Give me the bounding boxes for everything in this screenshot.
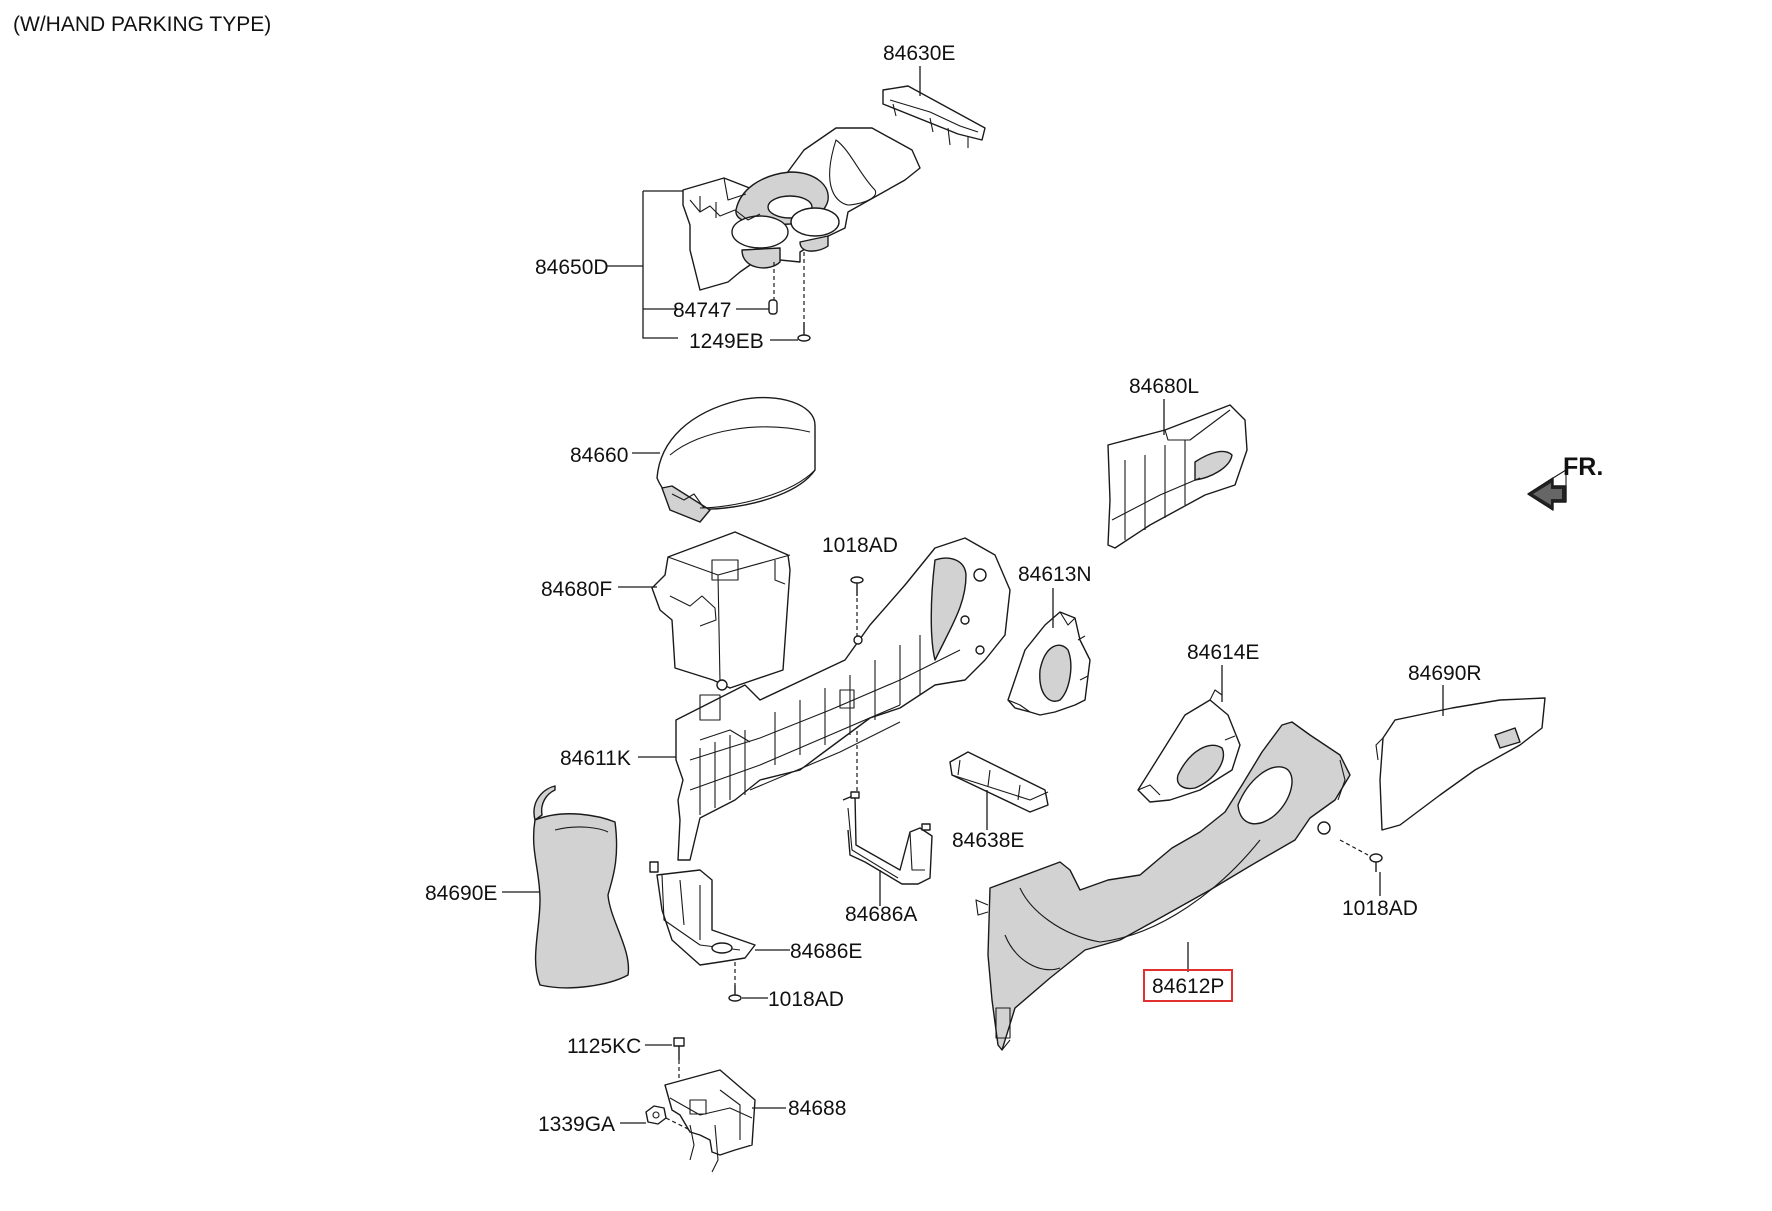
part-84747-clip bbox=[768, 262, 778, 315]
label-84680F: 84680F bbox=[541, 578, 612, 601]
part-1339GA-nut bbox=[645, 1105, 691, 1131]
part-1125KC-bolt bbox=[673, 1037, 685, 1085]
part-1018AD-screw-mid bbox=[728, 962, 742, 1002]
label-1018AD-top: 1018AD bbox=[822, 534, 898, 557]
part-84680F-storage-box bbox=[651, 531, 791, 691]
label-84614E: 84614E bbox=[1187, 641, 1259, 664]
part-84612P-side-panel bbox=[975, 721, 1351, 1051]
part-84686A-bracket bbox=[842, 791, 933, 885]
label-84660: 84660 bbox=[570, 444, 628, 467]
label-84686E: 84686E bbox=[790, 940, 862, 963]
part-84611K-inner-panel bbox=[675, 537, 1011, 861]
label-84650D: 84650D bbox=[535, 256, 609, 279]
label-1125KC: 1125KC bbox=[567, 1035, 641, 1058]
part-84613N-bracket bbox=[1007, 611, 1091, 716]
label-84690R: 84690R bbox=[1408, 662, 1482, 685]
part-84690E-rear-cover bbox=[532, 785, 630, 989]
label-84690E: 84690E bbox=[425, 882, 497, 905]
part-84690R-right-cover bbox=[1375, 697, 1546, 831]
label-84688: 84688 bbox=[788, 1097, 846, 1120]
label-84638E: 84638E bbox=[952, 829, 1024, 852]
front-direction-arrow bbox=[1527, 469, 1567, 511]
label-84612P: 84612P bbox=[1152, 975, 1224, 998]
part-84686E-bracket bbox=[649, 861, 756, 966]
front-direction-label: FR. bbox=[1563, 453, 1603, 481]
part-84680L-side-trim bbox=[1107, 404, 1248, 549]
label-84611K: 84611K bbox=[560, 747, 631, 770]
diagram-title: (W/HAND PARKING TYPE) bbox=[13, 13, 271, 36]
part-84660-armrest bbox=[656, 396, 816, 523]
part-84688-bracket bbox=[664, 1069, 756, 1173]
label-84630E: 84630E bbox=[883, 42, 955, 65]
part-84650D-console-upper bbox=[682, 127, 921, 291]
label-1339GA: 1339GA bbox=[538, 1113, 615, 1136]
part-84630E-trim-strip bbox=[882, 66, 986, 148]
part-84614E-bracket bbox=[1137, 689, 1241, 803]
label-84613N: 84613N bbox=[1018, 563, 1092, 586]
leader-84650D-bracket bbox=[642, 191, 678, 339]
part-84638E-bracket bbox=[949, 751, 1049, 813]
label-84686A: 84686A bbox=[845, 903, 917, 926]
label-1018AD-right: 1018AD bbox=[1342, 897, 1418, 920]
part-1018AD-screw-right bbox=[1339, 839, 1383, 872]
label-84680L: 84680L bbox=[1129, 375, 1199, 398]
label-1018AD-mid: 1018AD bbox=[768, 988, 844, 1011]
highlight-box-84612P bbox=[1143, 969, 1233, 1002]
label-84747: 84747 bbox=[673, 299, 731, 322]
part-1249EB-screw bbox=[797, 252, 811, 342]
label-1249EB: 1249EB bbox=[689, 330, 764, 353]
